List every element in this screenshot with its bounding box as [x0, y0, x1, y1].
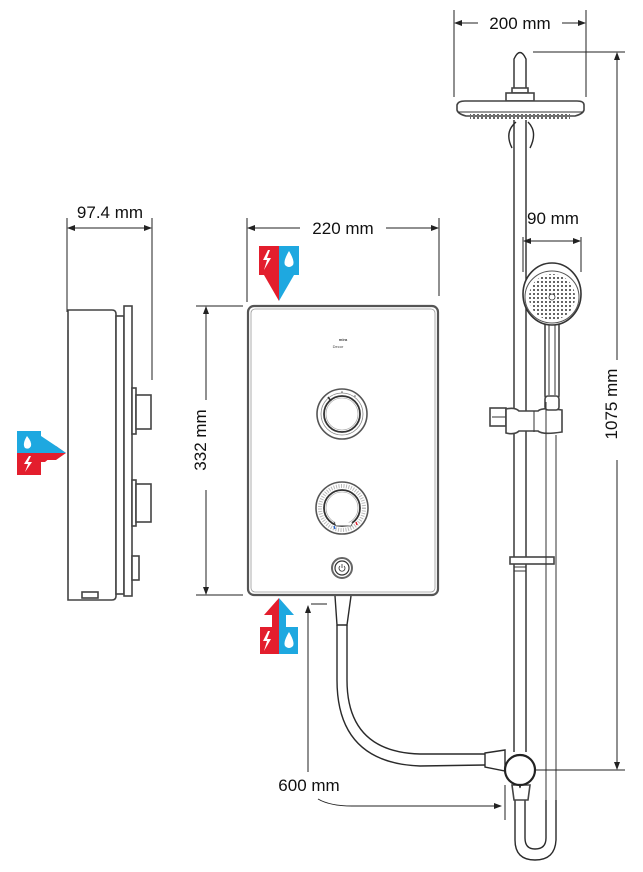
- model-name: Decor: [333, 344, 344, 349]
- electric-water-top-entry-icon: [259, 246, 299, 301]
- temperature-dial[interactable]: [315, 481, 369, 535]
- side-depth-label: 97.4 mm: [77, 203, 143, 222]
- rail-height-label: 1075 mm: [602, 369, 621, 440]
- power-button[interactable]: [331, 557, 353, 579]
- cold-indicator: [333, 525, 336, 530]
- rail-bracket-lower: [509, 556, 555, 572]
- side-knob-2: [135, 483, 152, 523]
- side-spacer: [115, 315, 125, 595]
- handset-holder-slider[interactable]: [489, 395, 563, 435]
- overhead-width-label: 200 mm: [489, 14, 550, 33]
- side-bottom-fitting: [81, 591, 99, 599]
- hot-indicator: [355, 521, 358, 526]
- hose-connector-valve: [503, 753, 560, 801]
- side-front-panel: [123, 305, 133, 597]
- electric-water-rear-entry-icon: [17, 431, 66, 475]
- unit-body: [246, 304, 440, 597]
- side-view: 97.4 mm: [17, 203, 153, 601]
- hose-outlet: [334, 595, 352, 626]
- side-knob-1: [135, 394, 152, 430]
- side-body: [67, 309, 117, 601]
- handset-width-label: 90 mm: [527, 209, 579, 228]
- overhead-shower-head: [456, 51, 585, 149]
- brand-logo: mira: [339, 337, 348, 342]
- power-selector-dial[interactable]: [316, 388, 368, 440]
- unit-height-label: 332 mm: [191, 409, 210, 470]
- power-icon: [338, 564, 346, 572]
- unit-bezel: [250, 308, 436, 593]
- riser-rail: 200 mm 1075 mm 90 mm: [453, 10, 625, 861]
- front-view: 220 mm 332 mm mira Decor: [191, 218, 506, 820]
- unit-width-label: 220 mm: [312, 219, 373, 238]
- handset[interactable]: [522, 262, 582, 403]
- hose-length-label: 600 mm: [278, 776, 339, 795]
- side-button: [131, 555, 140, 581]
- shower-hose: [336, 625, 506, 772]
- electric-water-bottom-entry-icon: [260, 598, 298, 654]
- hose-dimension-horizontal: [317, 798, 502, 809]
